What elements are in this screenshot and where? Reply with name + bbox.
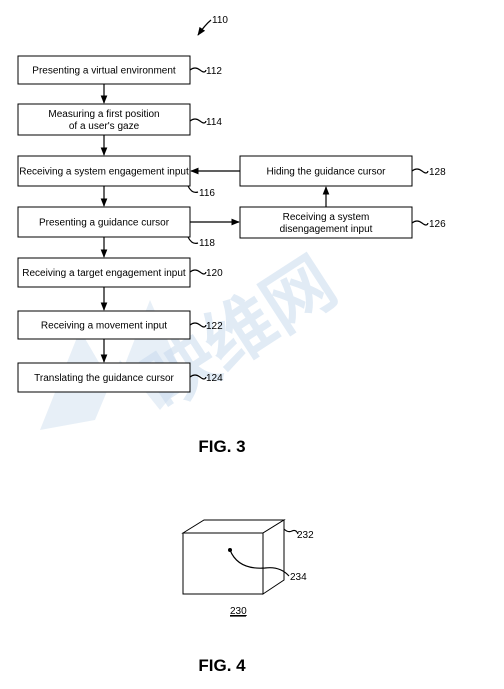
svg-text:Presenting a guidance cursor: Presenting a guidance cursor xyxy=(39,218,170,229)
svg-text:Receiving a movement input: Receiving a movement input xyxy=(41,321,167,332)
fig4-ref-230: 230 xyxy=(230,606,247,617)
flow-step-128: Hiding the guidance cursor 128 xyxy=(239,155,446,187)
fig3-ref-110: 110 xyxy=(197,15,228,36)
svg-text:Receiving a system engagement: Receiving a system engagement input xyxy=(19,167,189,178)
svg-text:128: 128 xyxy=(429,167,446,178)
svg-text:124: 124 xyxy=(206,373,223,384)
flow-step-122: Receiving a movement input 122 xyxy=(17,310,223,340)
flow-step-124: Translating the guidance cursor 124 xyxy=(17,362,223,393)
svg-text:234: 234 xyxy=(290,572,307,583)
svg-text:Presenting a virtual environme: Presenting a virtual environment xyxy=(32,66,176,77)
svg-text:126: 126 xyxy=(429,219,446,230)
svg-text:114: 114 xyxy=(206,117,222,128)
svg-text:112: 112 xyxy=(206,66,222,77)
svg-text:120: 120 xyxy=(206,268,223,279)
svg-text:Receiving a system: Receiving a system xyxy=(283,212,370,223)
flow-step-114: Measuring a first position of a user's g… xyxy=(17,103,222,136)
flow-step-116: Receiving a system engagement input 116 xyxy=(17,155,215,199)
flow-step-120: Receiving a target engagement input 120 xyxy=(17,257,223,288)
fig4-cube: 232 234 xyxy=(181,519,314,595)
fig3-caption: FIG. 3 xyxy=(198,437,245,456)
svg-text:116: 116 xyxy=(199,188,215,199)
svg-text:Receiving a target engagement: Receiving a target engagement input xyxy=(22,268,186,279)
flow-step-126: Receiving a system disengagement input 1… xyxy=(239,206,446,239)
svg-text:Translating the guidance curso: Translating the guidance cursor xyxy=(34,373,174,384)
svg-text:118: 118 xyxy=(199,238,215,249)
svg-text:Measuring a first position: Measuring a first position xyxy=(48,109,159,120)
svg-text:disengagement input: disengagement input xyxy=(280,224,373,235)
svg-text:232: 232 xyxy=(297,530,314,541)
svg-text:of a user's gaze: of a user's gaze xyxy=(69,121,140,132)
svg-text:Hiding the guidance cursor: Hiding the guidance cursor xyxy=(267,167,387,178)
svg-text:110: 110 xyxy=(212,15,228,26)
fig4-caption: FIG. 4 xyxy=(198,656,246,675)
flow-step-118: Presenting a guidance cursor 118 xyxy=(17,206,215,249)
flow-arrows xyxy=(100,84,330,363)
flow-step-112: Presenting a virtual environment 112 xyxy=(17,55,222,85)
svg-text:122: 122 xyxy=(206,321,223,332)
